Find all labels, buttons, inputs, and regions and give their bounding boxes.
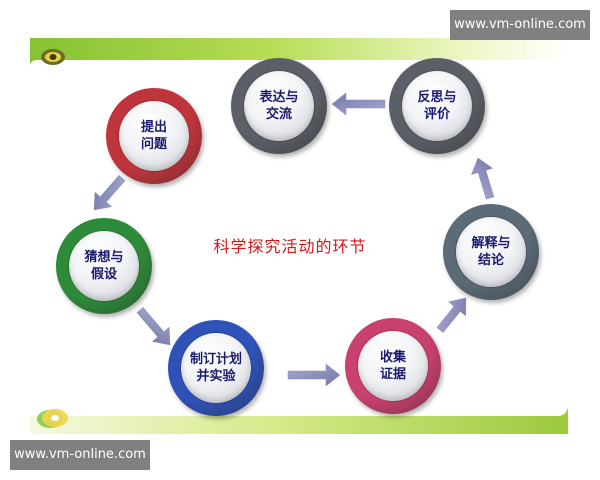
node-label: 制订计划 并实验 (189, 352, 242, 384)
node-guess-hypothesis: 猜想与 假设 (56, 218, 152, 314)
node-reflect-evaluate: 反思与 评价 (389, 58, 485, 154)
disc-logo-icon (37, 409, 68, 428)
node-explain-conclude: 解释与 结论 (443, 204, 539, 300)
logo-icon (41, 49, 65, 65)
arrow-pose-to-guess (93, 175, 126, 211)
node-label: 反思与 评价 (417, 90, 457, 122)
node-face: 收集 证据 (358, 331, 428, 401)
node-plan-experiment: 制订计划 并实验 (168, 320, 264, 416)
arrow-explain-to-reflect (471, 157, 495, 200)
node-face: 反思与 评价 (402, 71, 472, 141)
node-face: 提出 问题 (119, 101, 189, 171)
diagram-title: 科学探究活动的环节 (213, 237, 367, 256)
watermark-top: www.vm-online.com (450, 10, 590, 40)
node-pose-question: 提出 问题 (106, 88, 202, 184)
node-label: 解释与 结论 (471, 236, 511, 268)
node-label: 猜想与 假设 (84, 250, 124, 282)
arrow-reflect-to-express (331, 92, 386, 116)
arrow-plan-to-collect (287, 363, 341, 387)
node-face: 猜想与 假设 (69, 231, 139, 301)
node-face: 表达与 交流 (244, 71, 314, 141)
node-collect-evidence: 收集 证据 (345, 318, 441, 414)
node-label: 收集 证据 (379, 350, 406, 382)
node-face: 解释与 结论 (456, 217, 526, 287)
node-express-communicate: 表达与 交流 (231, 58, 327, 154)
node-label: 表达与 交流 (259, 90, 299, 122)
arrow-guess-to-plan (136, 307, 171, 346)
bottom-band-mask (30, 396, 568, 416)
watermark-bottom: www.vm-online.com (10, 440, 150, 470)
node-face: 制订计划 并实验 (181, 333, 251, 403)
node-label: 提出 问题 (140, 120, 167, 152)
arrow-collect-to-explain (436, 297, 467, 333)
